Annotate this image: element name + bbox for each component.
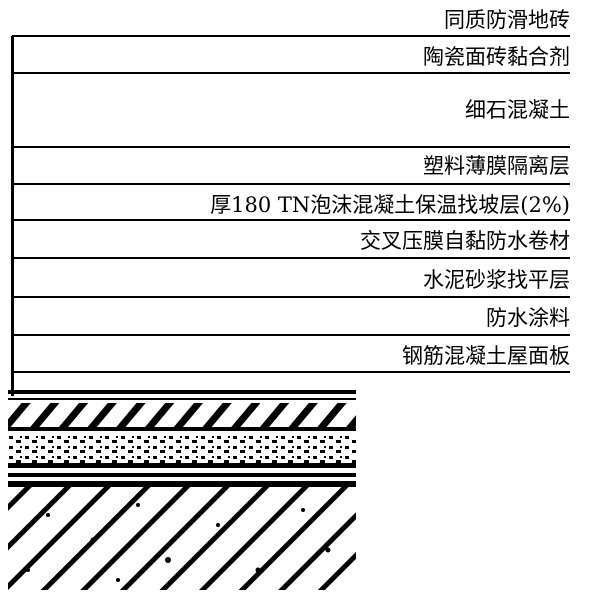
vertical-leader-rule bbox=[11, 36, 14, 396]
layer-label-tile: 同质防滑地砖 bbox=[444, 8, 570, 32]
membrane-layer bbox=[8, 463, 356, 468]
layer-label-slab: 钢筋混凝土屋面板 bbox=[402, 344, 570, 368]
tile-layer bbox=[8, 390, 356, 394]
leader-line-concrete bbox=[12, 146, 570, 148]
leader-line-film bbox=[12, 183, 570, 185]
slab-band bbox=[8, 487, 356, 590]
leader-line-adhesive bbox=[12, 72, 570, 74]
leader-line-coating bbox=[12, 334, 570, 336]
layer-label-membrane: 交叉压膜自黏防水卷材 bbox=[360, 229, 570, 253]
layer-label-insulation: 厚180 TN泡沫混凝土保温找坡层(2%) bbox=[210, 193, 570, 217]
coating-layer bbox=[8, 481, 356, 487]
section-drawing bbox=[8, 390, 356, 590]
leader-line-insulation bbox=[12, 219, 570, 221]
layer-label-coating: 防水涂料 bbox=[486, 306, 570, 330]
layer-label-concrete: 细石混凝土 bbox=[465, 98, 570, 122]
adhesive-layer bbox=[8, 398, 356, 400]
screed-layer bbox=[8, 473, 356, 477]
slab-aggregate bbox=[26, 503, 331, 582]
layer-label-screed: 水泥砂浆找平层 bbox=[423, 268, 570, 292]
leader-line-membrane bbox=[12, 257, 570, 259]
leader-line-screed bbox=[12, 296, 570, 298]
leader-line-slab bbox=[12, 371, 570, 373]
leader-line-tile bbox=[12, 35, 570, 37]
layer-label-film: 塑料薄膜隔离层 bbox=[423, 154, 570, 178]
film-layer bbox=[8, 427, 356, 431]
layer-label-adhesive: 陶瓷面砖黏合剂 bbox=[423, 45, 570, 69]
concrete-band bbox=[8, 403, 356, 427]
insulation-band bbox=[8, 435, 356, 463]
